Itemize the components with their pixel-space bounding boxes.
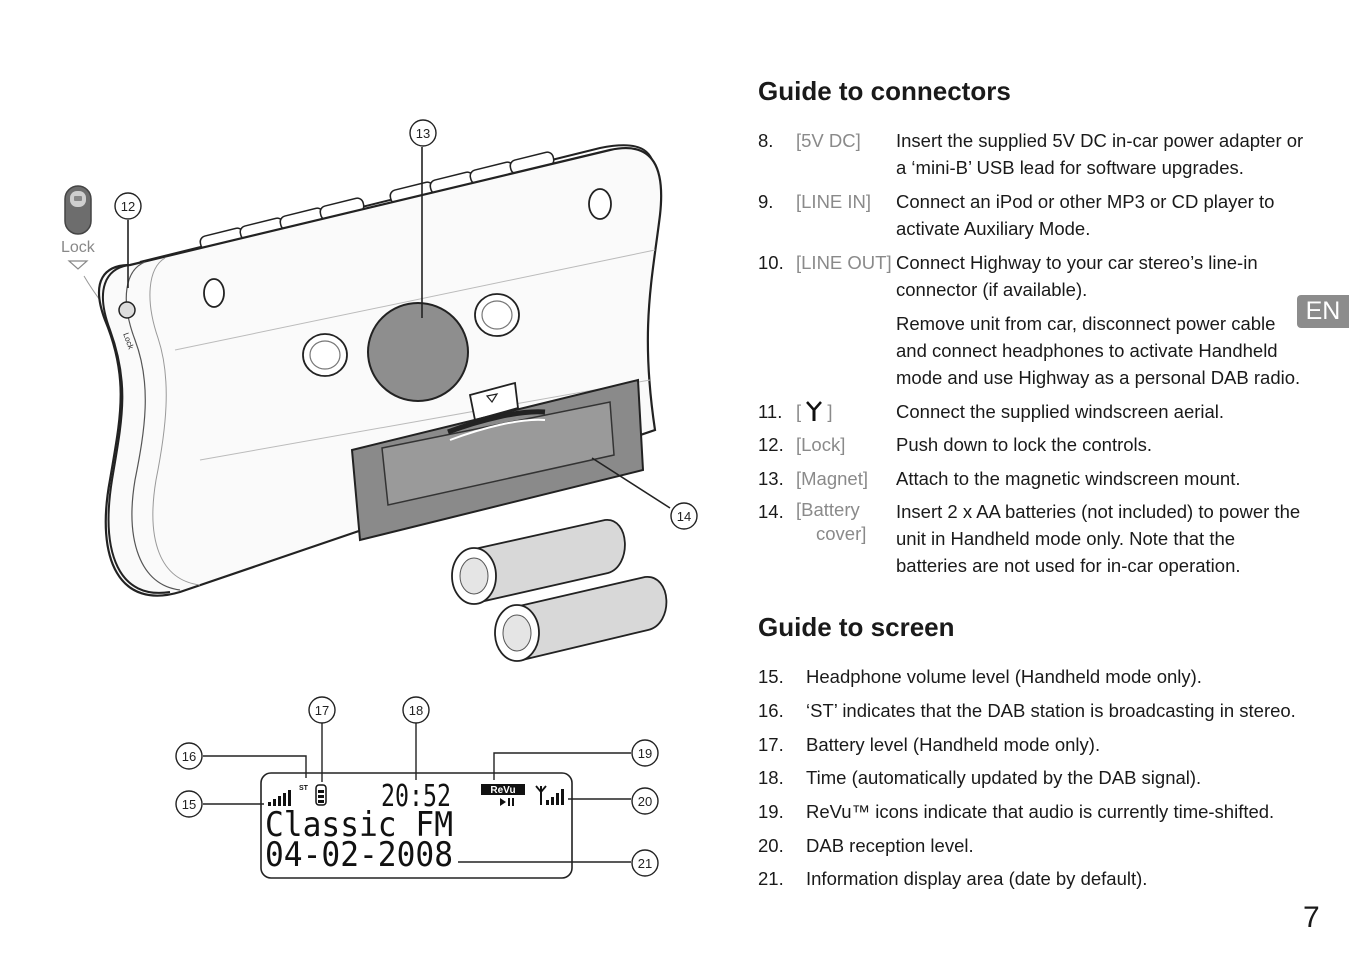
item-number: 14. — [758, 501, 784, 522]
item-number: 15. — [758, 666, 784, 687]
aa-batteries — [451, 519, 668, 662]
lcd-time: 20:52 — [381, 779, 451, 814]
item-number: 11. — [758, 401, 783, 422]
item-tag: [5V DC] — [796, 130, 861, 151]
item-description: Connect an iPod or other MP3 or CD playe… — [896, 191, 1275, 239]
lock-slider-icon — [64, 185, 92, 235]
item-number: 12. — [758, 434, 784, 455]
tag-line-1: [Battery — [796, 499, 860, 520]
item-number: 20. — [758, 835, 784, 856]
item-tag: [LINE IN] — [796, 191, 872, 212]
radio-unit-illustration: Lock — [97, 144, 663, 597]
item-text: ‘ST’ indicates that the DAB station is b… — [806, 700, 1296, 721]
lcd-station-name: Classic FM — [265, 805, 453, 845]
item-description-extra: Remove unit from car, disconnect power c… — [896, 313, 1301, 388]
dab-signal-icon — [535, 785, 564, 805]
item-description: Attach to the magnetic windscreen mount. — [896, 468, 1241, 489]
screen-item-17: 17. Battery level (Handheld mode only). — [758, 731, 1100, 758]
callout-20: 20 — [638, 794, 652, 809]
play-pause-icon — [500, 798, 514, 806]
magnet — [367, 302, 469, 402]
screen-item-15: 15. Headphone volume level (Handheld mode… — [758, 663, 1202, 690]
lock-arrow-icon — [67, 260, 89, 270]
item-number: 13. — [758, 468, 784, 489]
item-description: Connect the supplied windscreen aerial. — [896, 401, 1225, 422]
lock-label: Lock — [61, 239, 96, 256]
item-description: Insert 2 x AA batteries (not included) t… — [896, 501, 1301, 576]
callout-19: 19 — [638, 746, 652, 761]
connectors-heading: Guide to connectors — [758, 76, 1011, 106]
callout-12: 12 — [121, 199, 135, 214]
item-description: Push down to lock the controls. — [896, 434, 1153, 455]
item-text: ReVu™ icons indicate that audio is curre… — [806, 801, 1275, 822]
screen-item-20: 20. DAB reception level. — [758, 832, 974, 859]
lcd-screen: ST 20:52 ReVu Classic FM 04-02-2008 — [260, 772, 573, 879]
language-tab: EN — [1297, 295, 1349, 328]
item-tag: [ ] — [796, 398, 833, 425]
screen-item-19: 19. ReVu™ icons indicate that audio is cu… — [758, 798, 1274, 825]
item-number: 18. — [758, 767, 784, 788]
tag-line-2: cover] — [816, 523, 867, 544]
antenna-icon — [806, 401, 823, 421]
item-text: DAB reception level. — [806, 835, 974, 856]
tag-bracket-close: ] — [827, 401, 833, 422]
item-number: 8. — [758, 130, 774, 151]
revu-icon: ReVu — [490, 785, 515, 796]
item-description: Connect Highway to your car stereo’s lin… — [896, 252, 1258, 300]
page-number: 7 — [1303, 901, 1320, 934]
item-number: 21. — [758, 868, 784, 889]
item-tag: [Lock] — [796, 434, 846, 455]
item-tag: [Battery cover] — [796, 498, 866, 546]
screen-item-21: 21. Information display area (date by def… — [758, 865, 1147, 892]
callout-13: 13 — [416, 126, 430, 141]
callout-18: 18 — [409, 703, 423, 718]
item-tag: [Magnet] — [796, 468, 868, 489]
screen-item-16: 16. ‘ST’ indicates that the DAB station i… — [758, 697, 1296, 724]
callout-16: 16 — [182, 749, 196, 764]
item-text: Time (automatically updated by the DAB s… — [806, 767, 1202, 788]
item-text: Headphone volume level (Handheld mode on… — [806, 666, 1202, 687]
screen-item-18: 18. Time (automatically updated by the DA… — [758, 764, 1201, 791]
item-text: Information display area (date by defaul… — [806, 868, 1148, 889]
battery-level-icon — [315, 784, 327, 806]
volume-level-icon — [268, 790, 291, 806]
item-description: Insert the supplied 5V DC in-car power a… — [896, 130, 1304, 178]
tag-bracket-open: [ — [796, 401, 802, 422]
item-number: 16. — [758, 700, 784, 721]
item-tag: [LINE OUT] — [796, 252, 892, 273]
stereo-indicator: ST — [299, 785, 309, 792]
item-number: 17. — [758, 734, 784, 755]
lcd-date: 04-02-2008 — [265, 835, 453, 875]
callout-21: 21 — [638, 856, 652, 871]
callout-15: 15 — [182, 797, 196, 812]
item-number: 19. — [758, 801, 784, 822]
screen-heading: Guide to screen — [758, 612, 955, 642]
callout-14: 14 — [677, 509, 691, 524]
callout-17: 17 — [315, 703, 329, 718]
device-diagram: Lock Lock — [61, 119, 698, 879]
item-number: 9. — [758, 191, 774, 212]
item-text: Battery level (Handheld mode only). — [806, 734, 1101, 755]
item-number: 10. — [758, 252, 784, 273]
